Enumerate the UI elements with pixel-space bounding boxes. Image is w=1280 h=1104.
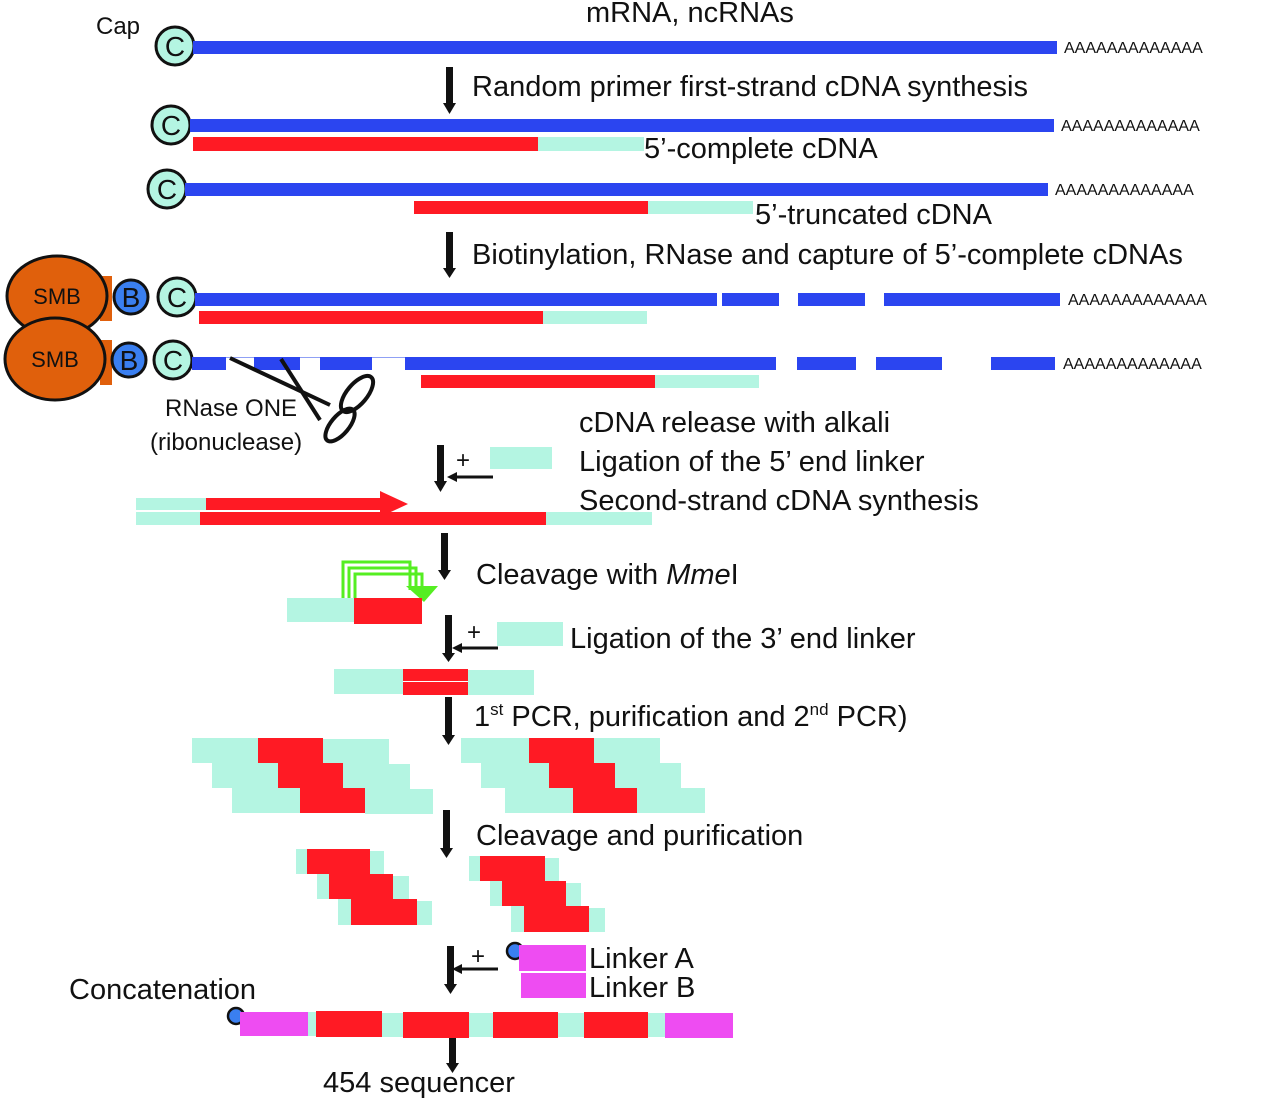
- svg-text:C: C: [161, 110, 181, 141]
- tags-left: [296, 849, 432, 925]
- step-label-3-linker: Ligation of the 3’ end linker: [570, 623, 916, 655]
- step-label-first-strand: Random primer first-strand cDNA synthesi…: [472, 71, 1028, 103]
- biotin-icon: B: [112, 278, 150, 316]
- svg-text:SMB: SMB: [31, 347, 79, 372]
- step-label-biotinylation: Biotinylation, RNase and capture of 5’-c…: [472, 239, 1183, 271]
- cdna-strand: [421, 375, 655, 388]
- poly-a-tail: AAAAAAAAAAAAA: [1055, 182, 1194, 199]
- linker-a-block: [519, 945, 586, 971]
- plus-sign: +: [467, 619, 481, 646]
- step-label-pcr: 1st PCR, purification and 2nd PCR): [474, 700, 908, 733]
- linker-segment: [136, 498, 206, 510]
- svg-text:C: C: [163, 345, 183, 376]
- svg-text:C: C: [167, 282, 187, 313]
- truncated-cdna-label: 5’-truncated cDNA: [755, 199, 993, 231]
- step-label-release: cDNA release with alkali: [579, 407, 890, 439]
- concatenation-label: Concatenation: [69, 974, 256, 1006]
- mrna-strand: [193, 41, 1057, 54]
- step-label-cleavage: Cleavage and purification: [476, 820, 803, 852]
- cap-label: Cap: [96, 13, 140, 40]
- poly-a-tail: AAAAAAAAAAAAA: [1068, 292, 1207, 309]
- step-arrow: [438, 533, 451, 580]
- concatemer: [240, 1011, 733, 1038]
- linker-b-label: Linker B: [589, 972, 695, 1004]
- complete-cdna-label: 5’-complete cDNA: [644, 133, 878, 165]
- primer-segment: [546, 512, 652, 525]
- rnase-sublabel: (ribonuclease): [150, 429, 302, 456]
- step-arrow: [442, 615, 455, 662]
- step-arrow: [434, 445, 447, 492]
- cdna-tag: [354, 598, 422, 611]
- cap-icon: C: [156, 276, 198, 318]
- cdna-strand: [199, 311, 543, 324]
- 5-end-linker: [490, 447, 552, 469]
- primer-segment: [543, 311, 647, 324]
- cap-icon: C: [152, 339, 194, 381]
- scissors-icon: [229, 356, 376, 444]
- svg-text:C: C: [157, 174, 177, 205]
- mrna-strand-partial: [195, 293, 1060, 306]
- mrna-strand: [185, 183, 1048, 196]
- linker-segment: [468, 670, 534, 695]
- poly-a-tail: AAAAAAAAAAAAA: [1064, 40, 1203, 57]
- step-label-second-strand: Second-strand cDNA synthesis: [579, 485, 979, 517]
- synthesis-arrow-head: [380, 491, 408, 517]
- primer-segment: [648, 201, 753, 214]
- rnase-label: RNase ONE: [165, 395, 297, 422]
- primer-segment: [538, 137, 644, 151]
- step-arrow: [446, 1038, 459, 1073]
- cdna-strand: [414, 201, 648, 214]
- svg-text:SMB: SMB: [33, 284, 81, 309]
- first-strand-cdna: [200, 512, 546, 525]
- mrna-strand: [190, 119, 1054, 132]
- step-label-mmei: Cleavage with MmeI: [476, 559, 739, 591]
- linker-segment: [334, 669, 403, 694]
- primer-segment: [655, 375, 759, 388]
- svg-text:C: C: [165, 31, 185, 62]
- plus-sign: +: [456, 447, 470, 474]
- mrna-label: mRNA, ncRNAs: [586, 0, 794, 29]
- step-arrow: [443, 232, 456, 278]
- step-arrow: [443, 67, 456, 114]
- plus-sign: +: [471, 943, 485, 970]
- linker-b-block: [521, 973, 586, 998]
- second-strand-cdna: [206, 498, 390, 510]
- sequencer-label: 454 sequencer: [323, 1067, 515, 1099]
- tags-right: [469, 856, 605, 932]
- 3-end-linker: [497, 622, 563, 646]
- linker-segment: [136, 512, 200, 525]
- cap-icon: C: [146, 168, 188, 210]
- step-arrow: [440, 810, 453, 858]
- cap-icon: C: [154, 25, 196, 67]
- svg-text:B: B: [122, 282, 141, 313]
- step-arrow: [442, 697, 455, 745]
- pcr-products-right: [461, 738, 705, 813]
- cdna-tag: [354, 611, 422, 624]
- cdna-strand: [193, 137, 538, 151]
- poly-a-tail: AAAAAAAAAAAAA: [1061, 118, 1200, 135]
- cdna-tag: [403, 669, 468, 681]
- smb-bead: SMB: [3, 316, 107, 402]
- pcr-products-left: [192, 738, 433, 814]
- step-arrow: [444, 946, 457, 994]
- linker-a-label: Linker A: [589, 943, 694, 975]
- mrna-strand-digested: [192, 357, 1055, 370]
- svg-text:B: B: [120, 345, 139, 376]
- linker-segment: [287, 598, 354, 622]
- step-label-5-linker: Ligation of the 5’ end linker: [579, 446, 925, 478]
- poly-a-tail: AAAAAAAAAAAAA: [1063, 356, 1202, 373]
- mmei-arrow-head: [406, 586, 438, 602]
- cdna-tag: [403, 682, 468, 695]
- biotin-icon: B: [110, 341, 148, 379]
- mmei-cleavage-arrow: [341, 560, 424, 598]
- cap-icon: C: [150, 104, 192, 146]
